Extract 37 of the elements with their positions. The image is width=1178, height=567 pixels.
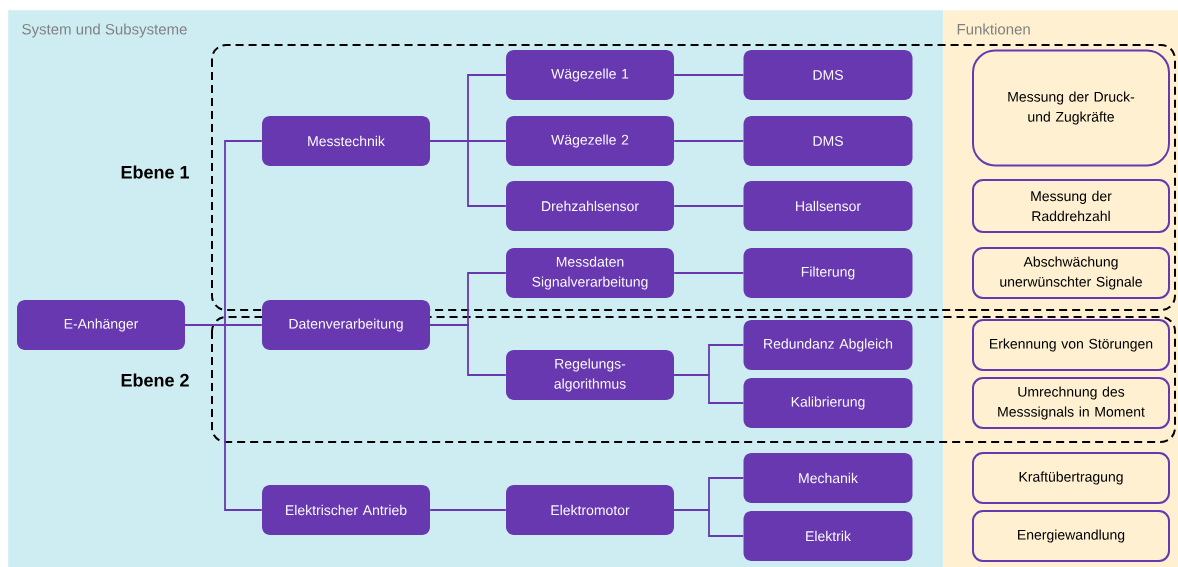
process-box: Kalibrierung — [743, 378, 913, 428]
process-box: Datenverarbeitung — [262, 300, 430, 350]
process-box: Elektromotor — [506, 485, 674, 535]
connector — [673, 140, 745, 142]
process-box: Wägezelle 2 — [506, 116, 674, 166]
function-box: Abschwächung unerwünschter Signale — [972, 247, 1170, 299]
connector — [673, 205, 745, 207]
connector — [673, 74, 745, 76]
process-box: Messtechnik — [262, 116, 430, 166]
function-box: Energiewandlung — [972, 510, 1170, 562]
function-box: Kraftübertragung — [972, 452, 1170, 504]
connector — [673, 509, 745, 537]
function-box: Erkennung von Störungen — [972, 319, 1170, 371]
function-box: Messung der Druck- und Zugkräfte — [972, 49, 1170, 167]
process-box: Filterung — [743, 248, 913, 298]
process-box: Messdaten Signalverarbeitung — [506, 248, 674, 298]
function-box: Messung der Raddrehzahl — [972, 179, 1170, 233]
process-box: DMS — [743, 116, 913, 166]
process-box: Mechanik — [743, 453, 913, 503]
process-box: Redundanz Abgleich — [743, 320, 913, 370]
connector — [429, 324, 507, 376]
process-box: Elektrischer Antrieb — [262, 485, 430, 535]
process-box: E-Anhänger — [17, 300, 185, 350]
connector — [184, 324, 263, 511]
process-box: Hallsensor — [743, 181, 913, 231]
connector — [673, 272, 745, 274]
connector — [429, 140, 507, 207]
level-label: Ebene 2 — [121, 373, 189, 387]
process-box: Drehzahlsensor — [506, 181, 674, 231]
connector — [673, 374, 745, 404]
level-label: Ebene 1 — [121, 165, 189, 179]
connector — [429, 509, 507, 511]
process-box: Elektrik — [743, 511, 913, 561]
process-box: Wägezelle 1 — [506, 50, 674, 100]
process-box: Regelungs- algorithmus — [506, 350, 674, 400]
process-box: DMS — [743, 50, 913, 100]
function-box: Umrechnung des Messsignals in Moment — [972, 377, 1170, 429]
